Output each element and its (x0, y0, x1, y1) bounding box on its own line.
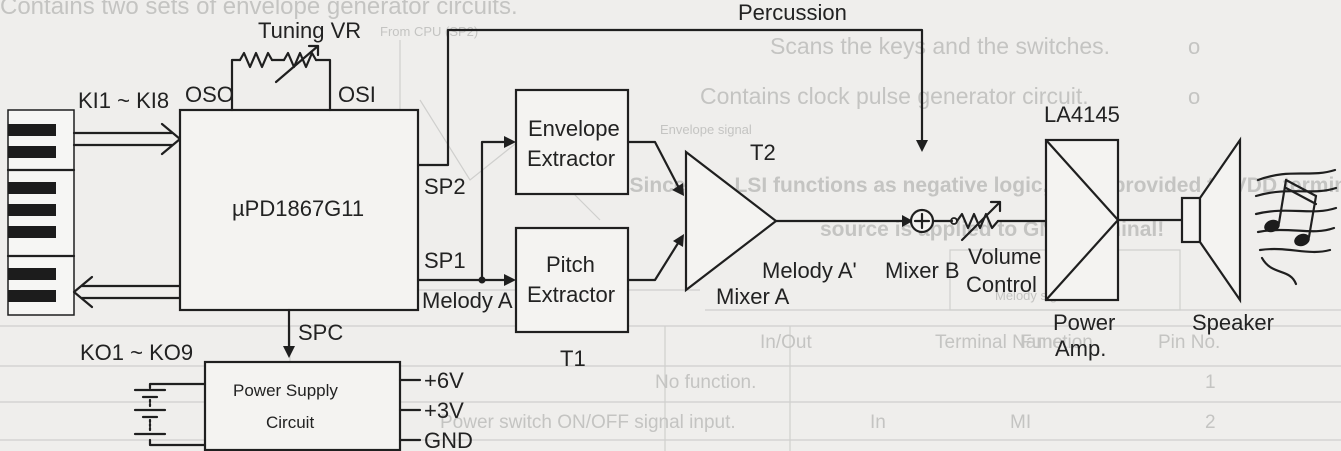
envelope-extractor-box (514, 88, 630, 196)
to-pitch-arrow (504, 274, 516, 286)
psu-box (203, 360, 402, 451)
bleed-th-3: In/Out (760, 332, 812, 353)
ki-bus-arrow (72, 122, 182, 156)
mixer-a-label: Mixer A (716, 284, 790, 309)
psu-label-2: Circuit (266, 413, 314, 432)
percussion-arrow (916, 140, 928, 152)
pitch-to-mixer-arrow (673, 234, 684, 247)
ko-bus-arrow (72, 275, 182, 309)
bleed-th-4: Function (1020, 332, 1093, 353)
melody-a-prime-label: Melody A' (762, 258, 857, 283)
bleed-bullet-mark-2: o (1188, 84, 1200, 109)
percussion-label: Percussion (738, 0, 847, 25)
envelope-label-2: Extractor (527, 146, 615, 171)
ki-label: KI1 ~ KI8 (78, 88, 169, 113)
oso-label: OSO (185, 82, 234, 107)
bleed-bullet-mark: o (1188, 34, 1200, 59)
bleed-bullet-1: Scans the keys and the switches. (770, 33, 1110, 59)
envelope-to-mixer-wire (626, 140, 682, 192)
mixer-b-junction (909, 208, 935, 234)
bleed-th-2: Terminal Name (935, 332, 1063, 353)
envelope-to-mixer-arrow (672, 183, 684, 196)
sp2-label: SP2 (424, 174, 466, 199)
speaker-label: Speaker (1192, 310, 1274, 335)
percussion-wire (416, 28, 924, 167)
bleed-bullet-2: Contains clock pulse generator circuit. (700, 83, 1089, 109)
bleed-small-1: From CPU (SP2) (380, 24, 478, 39)
bleed-small-2: Envelope signal (660, 122, 752, 137)
tuning-vr-label: Tuning VR (258, 18, 361, 43)
to-envelope-wire (480, 140, 512, 282)
music-notes-icon (1254, 168, 1338, 286)
psu-label-1: Power Supply (233, 381, 338, 400)
bleed-text-top: Contains two sets of envelope generator … (0, 0, 518, 20)
sp1-label: SP1 (424, 248, 466, 273)
bleed-note-1: Note: Since this LSI functions as negati… (570, 174, 1341, 197)
spc-arrow (283, 346, 295, 358)
ko-label: KO1 ~ KO9 (80, 340, 193, 365)
t1-label: T1 (560, 346, 586, 371)
bleed-td-2-1: 2 (1205, 412, 1216, 433)
t2-label: T2 (750, 140, 776, 165)
bleed-td-2-4: Power switch ON/OFF signal input. (440, 412, 736, 433)
pitch-to-mixer-wire (626, 238, 682, 282)
chip-label: µPD1867G11 (232, 196, 364, 221)
keyboard-icon (6, 109, 76, 316)
power-amp-label-2: Amp. (1055, 336, 1106, 361)
volume-label-1: Volume (968, 244, 1041, 269)
tuning-vr-circuit (230, 44, 332, 112)
v6-label: +6V (424, 368, 464, 393)
volume-control-icon (931, 200, 1048, 242)
spc-label: SPC (298, 320, 343, 345)
pitch-label-1: Pitch (546, 252, 595, 277)
pitch-extractor-box (514, 226, 630, 334)
bleed-td-2-2: MI (1010, 412, 1031, 433)
power-amp-box (1044, 138, 1120, 302)
speaker-icon (1180, 136, 1242, 304)
voltage-outputs (398, 378, 422, 442)
to-envelope-arrow (504, 136, 516, 148)
mixer-a-triangle (684, 149, 778, 293)
battery-icon (133, 382, 207, 447)
v3-label: +3V (424, 398, 464, 423)
osi-label: OSI (338, 82, 376, 107)
amp-model-label: LA4145 (1044, 102, 1120, 127)
bleed-th-1: Pin No. (1158, 332, 1220, 353)
power-amp-label-1: Power (1053, 310, 1115, 335)
pitch-label-2: Extractor (527, 282, 615, 307)
chip-box (178, 108, 420, 312)
bleed-td-1-4: No function. (655, 372, 756, 393)
melody-a-label: Melody A (422, 288, 513, 313)
envelope-label-1: Envelope (528, 116, 620, 141)
bleed-td-1-1: 1 (1205, 372, 1216, 393)
mixer-b-label: Mixer B (885, 258, 960, 283)
mixer-a-out-arrow (902, 215, 913, 227)
bleed-td-2-3: In (870, 412, 886, 433)
gnd-label: GND (424, 428, 473, 451)
volume-label-2: Control (966, 272, 1037, 297)
